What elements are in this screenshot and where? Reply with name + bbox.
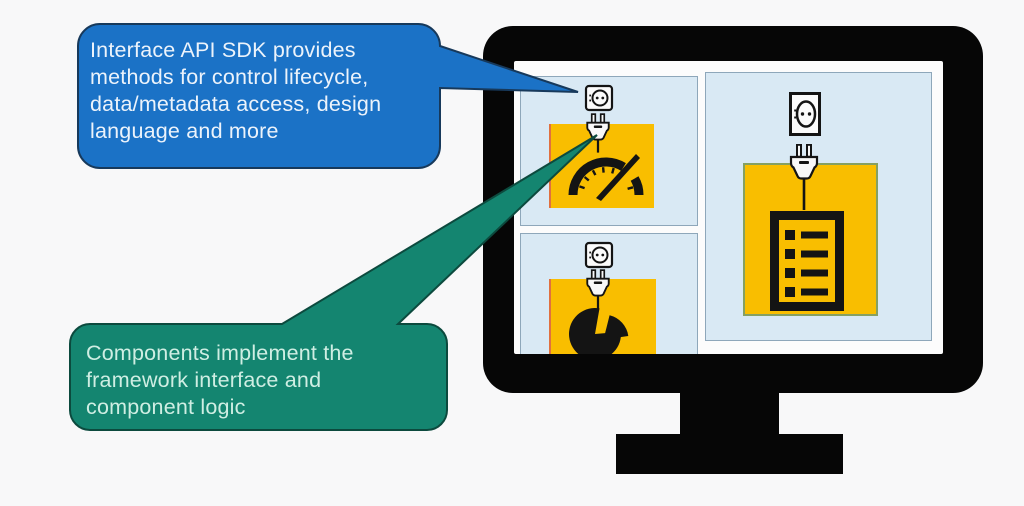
components-callout-line: component logic bbox=[86, 395, 246, 419]
monitor-bezel bbox=[483, 26, 983, 393]
plug-icon bbox=[789, 144, 819, 210]
monitor-stand-base bbox=[616, 434, 843, 474]
monitor-stand-neck bbox=[680, 392, 779, 435]
panel-pie-component bbox=[520, 233, 698, 354]
socket-icon bbox=[584, 241, 614, 269]
monitor-screen bbox=[514, 61, 943, 354]
socket-icon bbox=[789, 92, 821, 136]
components-callout-line: Components implement the bbox=[86, 341, 354, 365]
api-callout-line: language and more bbox=[90, 119, 279, 143]
panel-gauge-component bbox=[520, 76, 698, 226]
api-callout-line: data/metadata access, design bbox=[90, 92, 382, 116]
pie-icon bbox=[569, 308, 629, 354]
plug-icon bbox=[586, 269, 610, 309]
api-callout-line: Interface API SDK provides bbox=[90, 38, 356, 62]
panel-list-component bbox=[705, 72, 932, 341]
socket-icon bbox=[584, 84, 614, 112]
plug-icon bbox=[586, 113, 610, 153]
api-callout-text: Interface API SDK provides methods for c… bbox=[90, 37, 381, 145]
components-callout-line: framework interface and bbox=[86, 368, 322, 392]
list-icon bbox=[770, 211, 844, 311]
api-callout-line: methods for control lifecycle, bbox=[90, 65, 369, 89]
components-callout-text: Components implement the framework inter… bbox=[86, 340, 354, 421]
